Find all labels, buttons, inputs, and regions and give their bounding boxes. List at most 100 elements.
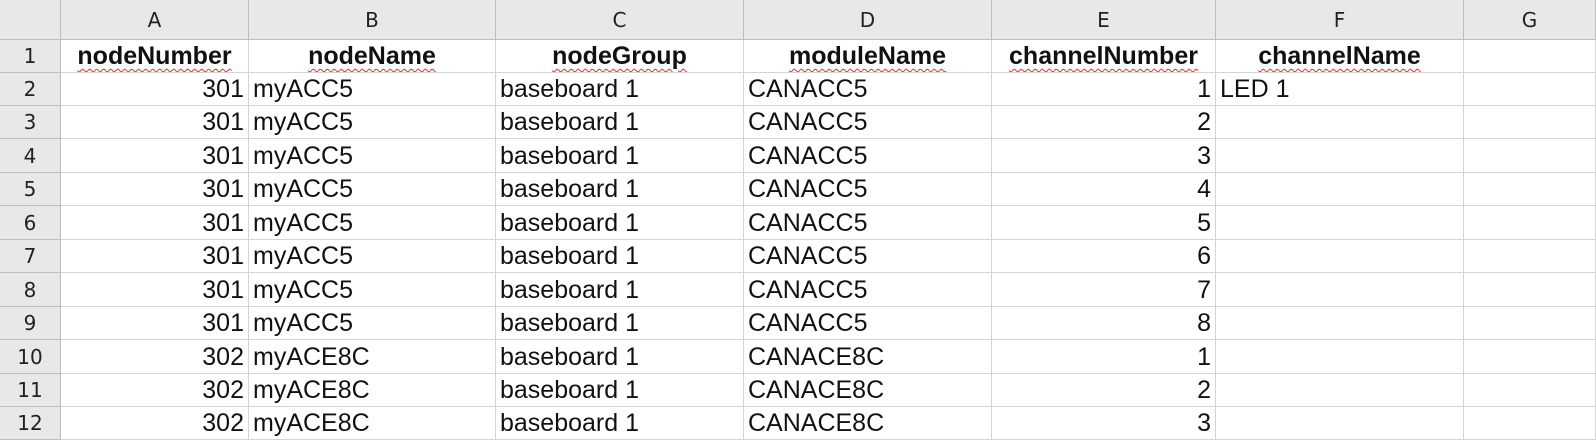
header-cell[interactable] <box>1464 40 1596 73</box>
row-header-7[interactable]: 7 <box>0 240 61 273</box>
table-cell[interactable]: baseboard 1 <box>496 106 744 139</box>
table-cell[interactable]: CANACE8C <box>744 374 992 407</box>
table-cell[interactable]: myACC5 <box>249 73 496 106</box>
table-cell[interactable]: 302 <box>61 374 249 407</box>
header-cell[interactable]: channelName <box>1216 40 1464 73</box>
table-cell[interactable]: baseboard 1 <box>496 173 744 206</box>
table-cell[interactable]: myACC5 <box>249 307 496 340</box>
table-cell[interactable]: 7 <box>992 273 1216 307</box>
table-cell[interactable]: CANACC5 <box>744 307 992 340</box>
header-cell[interactable]: nodeName <box>249 40 496 73</box>
row-header-12[interactable]: 12 <box>0 407 61 440</box>
table-cell[interactable]: CANACE8C <box>744 407 992 440</box>
table-cell[interactable] <box>1464 240 1596 273</box>
table-cell[interactable] <box>1464 206 1596 240</box>
table-cell[interactable] <box>1464 173 1596 206</box>
table-cell[interactable]: myACE8C <box>249 340 496 374</box>
table-cell[interactable]: 301 <box>61 139 249 173</box>
table-cell[interactable] <box>1216 340 1464 374</box>
table-cell[interactable]: CANACC5 <box>744 240 992 273</box>
table-cell[interactable] <box>1464 273 1596 307</box>
table-cell[interactable]: baseboard 1 <box>496 374 744 407</box>
table-cell[interactable]: baseboard 1 <box>496 307 744 340</box>
table-cell[interactable]: CANACC5 <box>744 106 992 139</box>
column-header-e[interactable]: E <box>992 0 1216 40</box>
table-cell[interactable]: baseboard 1 <box>496 139 744 173</box>
table-cell[interactable] <box>1464 340 1596 374</box>
column-header-b[interactable]: B <box>249 0 496 40</box>
row-header-5[interactable]: 5 <box>0 173 61 206</box>
table-cell[interactable]: 8 <box>992 307 1216 340</box>
row-header-4[interactable]: 4 <box>0 139 61 173</box>
table-cell[interactable]: 3 <box>992 139 1216 173</box>
row-header-10[interactable]: 10 <box>0 340 61 374</box>
header-cell[interactable]: channelNumber <box>992 40 1216 73</box>
table-cell[interactable]: baseboard 1 <box>496 206 744 240</box>
row-header-8[interactable]: 8 <box>0 273 61 307</box>
table-cell[interactable]: myACE8C <box>249 407 496 440</box>
column-header-d[interactable]: D <box>744 0 992 40</box>
table-cell[interactable] <box>1216 240 1464 273</box>
table-cell[interactable]: myACC5 <box>249 139 496 173</box>
table-cell[interactable] <box>1216 106 1464 139</box>
column-header-a[interactable]: A <box>61 0 249 40</box>
table-cell[interactable]: myACC5 <box>249 206 496 240</box>
row-header-9[interactable]: 9 <box>0 307 61 340</box>
row-header-6[interactable]: 6 <box>0 206 61 240</box>
table-cell[interactable]: CANACC5 <box>744 139 992 173</box>
table-cell[interactable] <box>1216 139 1464 173</box>
table-cell[interactable] <box>1464 73 1596 106</box>
table-cell[interactable]: baseboard 1 <box>496 273 744 307</box>
table-cell[interactable]: 4 <box>992 173 1216 206</box>
table-cell[interactable]: 301 <box>61 307 249 340</box>
table-cell[interactable]: myACE8C <box>249 374 496 407</box>
table-cell[interactable] <box>1464 307 1596 340</box>
table-cell[interactable]: 1 <box>992 340 1216 374</box>
table-cell[interactable] <box>1216 407 1464 440</box>
column-header-c[interactable]: C <box>496 0 744 40</box>
column-header-f[interactable]: F <box>1216 0 1464 40</box>
table-cell[interactable]: 1 <box>992 73 1216 106</box>
select-all-corner[interactable] <box>0 0 61 40</box>
table-cell[interactable]: 302 <box>61 340 249 374</box>
table-cell[interactable]: 301 <box>61 273 249 307</box>
table-cell[interactable]: 301 <box>61 206 249 240</box>
table-cell[interactable]: baseboard 1 <box>496 73 744 106</box>
table-cell[interactable]: 301 <box>61 106 249 139</box>
table-cell[interactable]: CANACC5 <box>744 173 992 206</box>
table-cell[interactable] <box>1216 307 1464 340</box>
table-cell[interactable]: baseboard 1 <box>496 240 744 273</box>
table-cell[interactable]: CANACE8C <box>744 340 992 374</box>
header-cell[interactable]: moduleName <box>744 40 992 73</box>
table-cell[interactable]: 3 <box>992 407 1216 440</box>
table-cell[interactable] <box>1216 273 1464 307</box>
table-cell[interactable]: myACC5 <box>249 106 496 139</box>
header-cell[interactable]: nodeNumber <box>61 40 249 73</box>
table-cell[interactable]: baseboard 1 <box>496 407 744 440</box>
table-cell[interactable] <box>1464 407 1596 440</box>
table-cell[interactable] <box>1464 106 1596 139</box>
table-cell[interactable] <box>1464 139 1596 173</box>
table-cell[interactable]: CANACC5 <box>744 73 992 106</box>
table-cell[interactable]: myACC5 <box>249 240 496 273</box>
table-cell[interactable] <box>1464 374 1596 407</box>
row-header-1[interactable]: 1 <box>0 40 61 73</box>
table-cell[interactable]: 301 <box>61 173 249 206</box>
table-cell[interactable]: 6 <box>992 240 1216 273</box>
table-cell[interactable]: CANACC5 <box>744 273 992 307</box>
row-header-3[interactable]: 3 <box>0 106 61 139</box>
table-cell[interactable]: baseboard 1 <box>496 340 744 374</box>
table-cell[interactable] <box>1216 206 1464 240</box>
table-cell[interactable]: 301 <box>61 73 249 106</box>
table-cell[interactable]: 301 <box>61 240 249 273</box>
row-header-11[interactable]: 11 <box>0 374 61 407</box>
table-cell[interactable]: LED 1 <box>1216 73 1464 106</box>
column-header-g[interactable]: G <box>1464 0 1596 40</box>
table-cell[interactable]: 5 <box>992 206 1216 240</box>
table-cell[interactable]: 2 <box>992 374 1216 407</box>
table-cell[interactable]: 2 <box>992 106 1216 139</box>
table-cell[interactable]: myACC5 <box>249 273 496 307</box>
table-cell[interactable] <box>1216 173 1464 206</box>
table-cell[interactable] <box>1216 374 1464 407</box>
